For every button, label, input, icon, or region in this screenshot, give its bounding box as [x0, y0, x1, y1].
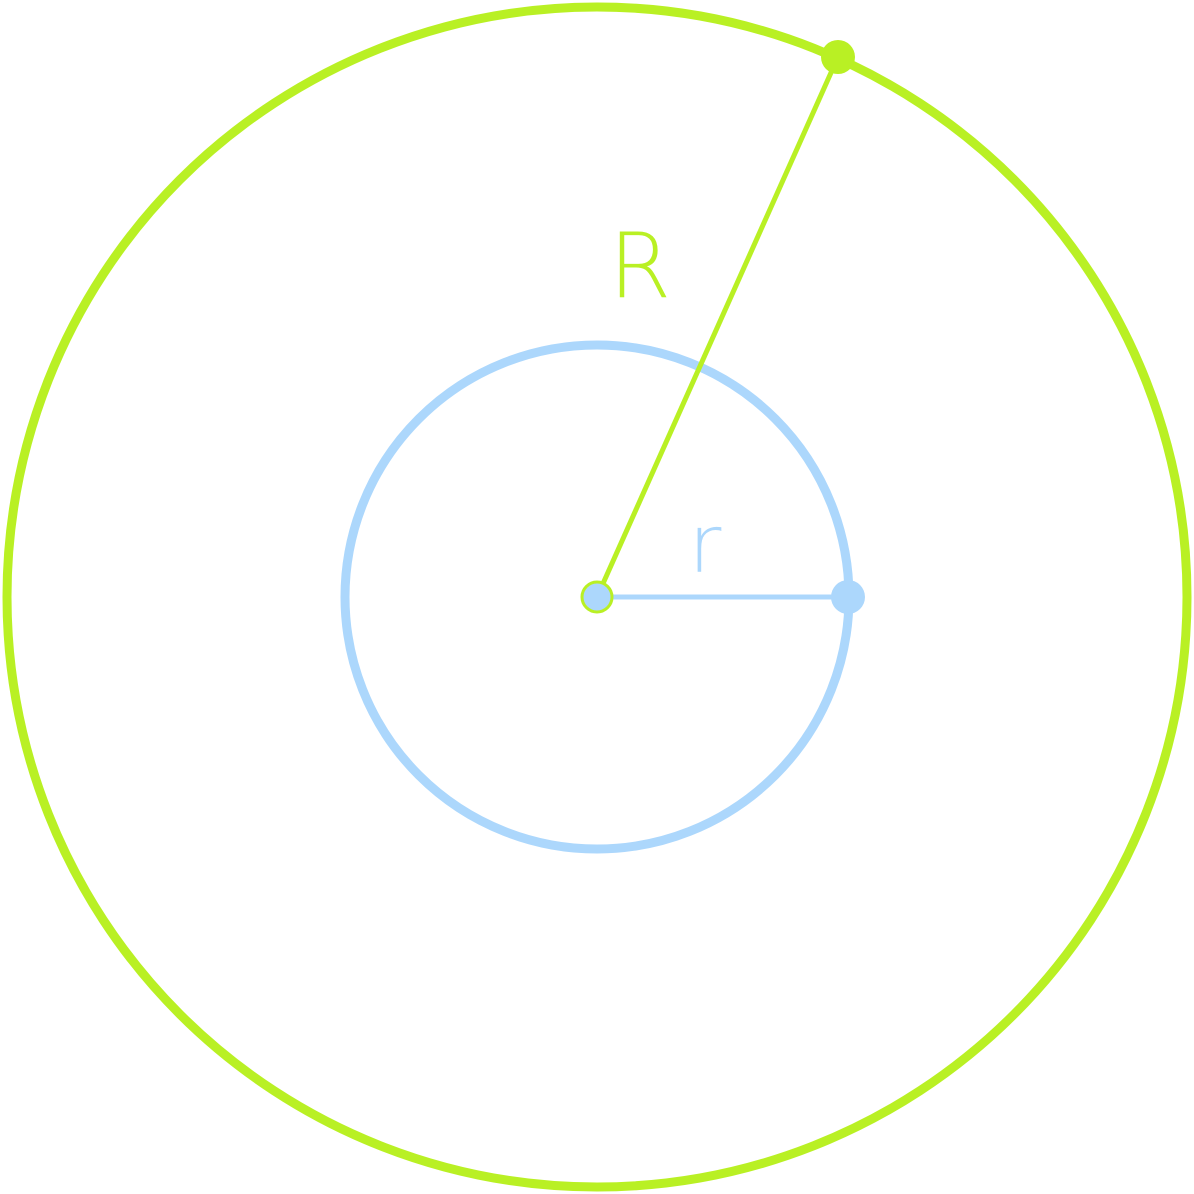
outer-radius-endpoint	[821, 40, 855, 74]
outer-radius-line	[594, 55, 841, 599]
inner-radius-endpoint	[831, 580, 865, 614]
center-point	[580, 580, 614, 614]
outer-radius-label: R	[609, 214, 672, 319]
inner-radius-label: r	[689, 498, 722, 591]
